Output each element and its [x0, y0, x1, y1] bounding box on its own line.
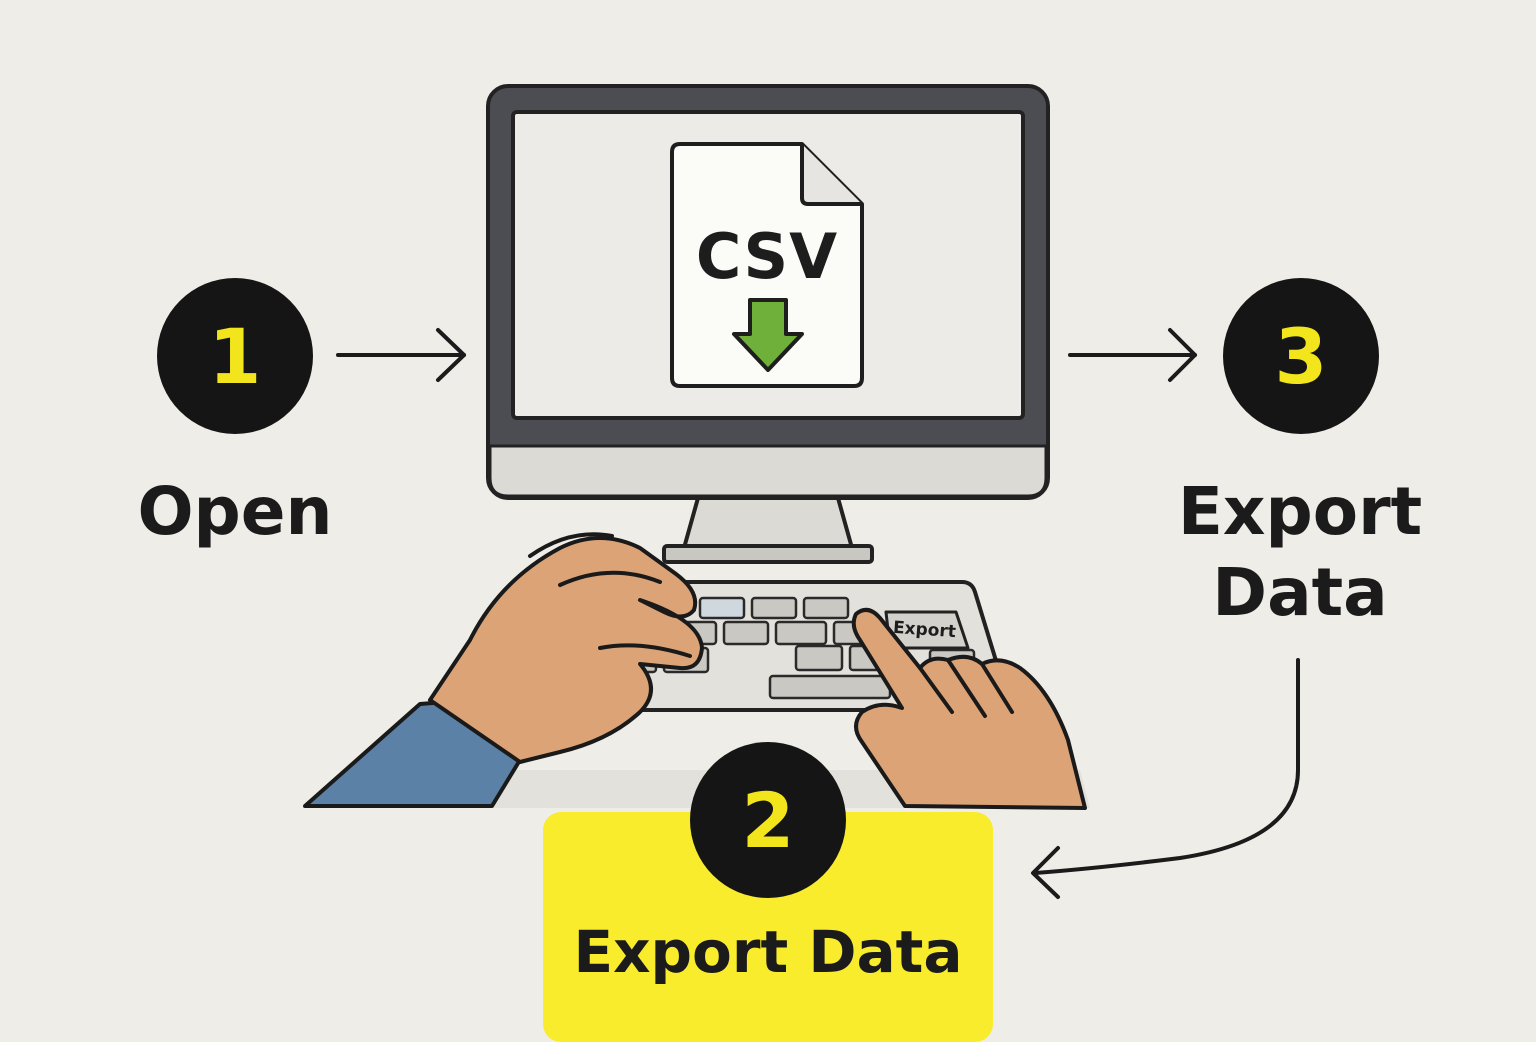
step-1-number: 1	[208, 311, 262, 401]
left-hand	[303, 532, 704, 808]
arrow-open-to-computer	[336, 328, 466, 382]
step-1-label: Open	[137, 473, 333, 550]
file-type-label: CSV	[695, 220, 839, 293]
step-3-badge: 3	[1223, 278, 1379, 434]
step-2-number: 2	[741, 775, 795, 865]
arrow-export-return	[1031, 658, 1300, 899]
step-2-badge: 2	[690, 742, 846, 898]
download-arrow-icon	[732, 298, 804, 372]
right-hand	[851, 607, 1087, 810]
step-3-number: 3	[1274, 311, 1328, 401]
step-3-label: Export Data	[1177, 473, 1423, 631]
csv-file-icon	[670, 142, 864, 388]
step-2-label: Export Data	[573, 918, 963, 986]
step-1-badge: 1	[157, 278, 313, 434]
export-key-label: Export	[892, 617, 957, 643]
arrow-computer-to-export	[1068, 328, 1197, 382]
